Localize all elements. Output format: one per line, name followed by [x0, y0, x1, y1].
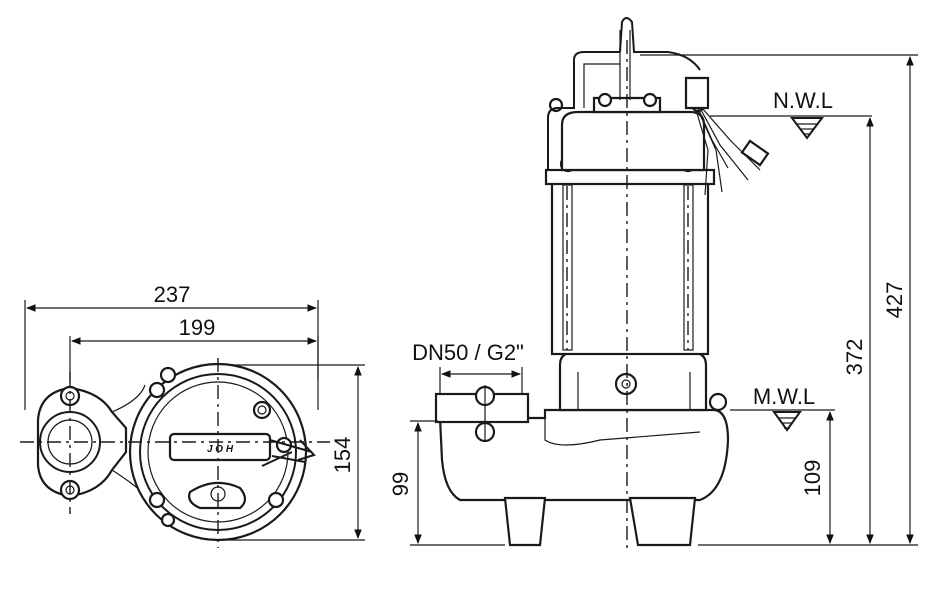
motor-top-cover — [560, 110, 706, 172]
dimension-154: 154 — [220, 364, 365, 541]
dimension-372-label: 372 — [842, 339, 867, 376]
dimension-154-label: 154 — [330, 437, 355, 474]
outlet-dimension: DN50 / G2" — [412, 340, 524, 395]
dimension-237-label: 237 — [154, 282, 191, 307]
dimension-427-label: 427 — [882, 282, 907, 319]
pump-volute — [438, 408, 730, 502]
upper-flange — [544, 168, 716, 186]
motor-stator — [550, 178, 710, 356]
dimension-199: 199 — [69, 315, 319, 380]
dimension-427: 427 — [640, 54, 918, 546]
nameplate — [168, 432, 272, 462]
power-cable — [684, 76, 770, 196]
dimension-99-label: 99 — [388, 472, 413, 496]
plan-view: 237 199 154 — [20, 282, 365, 548]
elevation-view: DN50 / G2" — [388, 17, 918, 550]
nameplate-label: J O H — [207, 444, 234, 455]
nwl-marker: N.W.L — [710, 88, 872, 140]
handle-base — [188, 481, 247, 510]
outlet-label: DN50 / G2" — [412, 340, 524, 365]
dimension-237: 237 — [24, 282, 319, 410]
dimension-109-label: 109 — [800, 460, 825, 497]
dimension-372: 372 — [842, 117, 874, 544]
foot-right — [628, 496, 697, 547]
dimension-99: 99 — [388, 420, 505, 546]
lifting-handle — [547, 17, 701, 170]
motor-body-plan: J O H — [128, 362, 316, 542]
nwl-label: N.W.L — [773, 88, 833, 113]
dimension-109: 109 — [800, 411, 834, 544]
foot-left — [503, 496, 547, 547]
dimension-199-label: 199 — [179, 315, 216, 340]
mwl-marker: M.W.L — [730, 384, 835, 432]
mwl-label: M.W.L — [753, 384, 815, 409]
